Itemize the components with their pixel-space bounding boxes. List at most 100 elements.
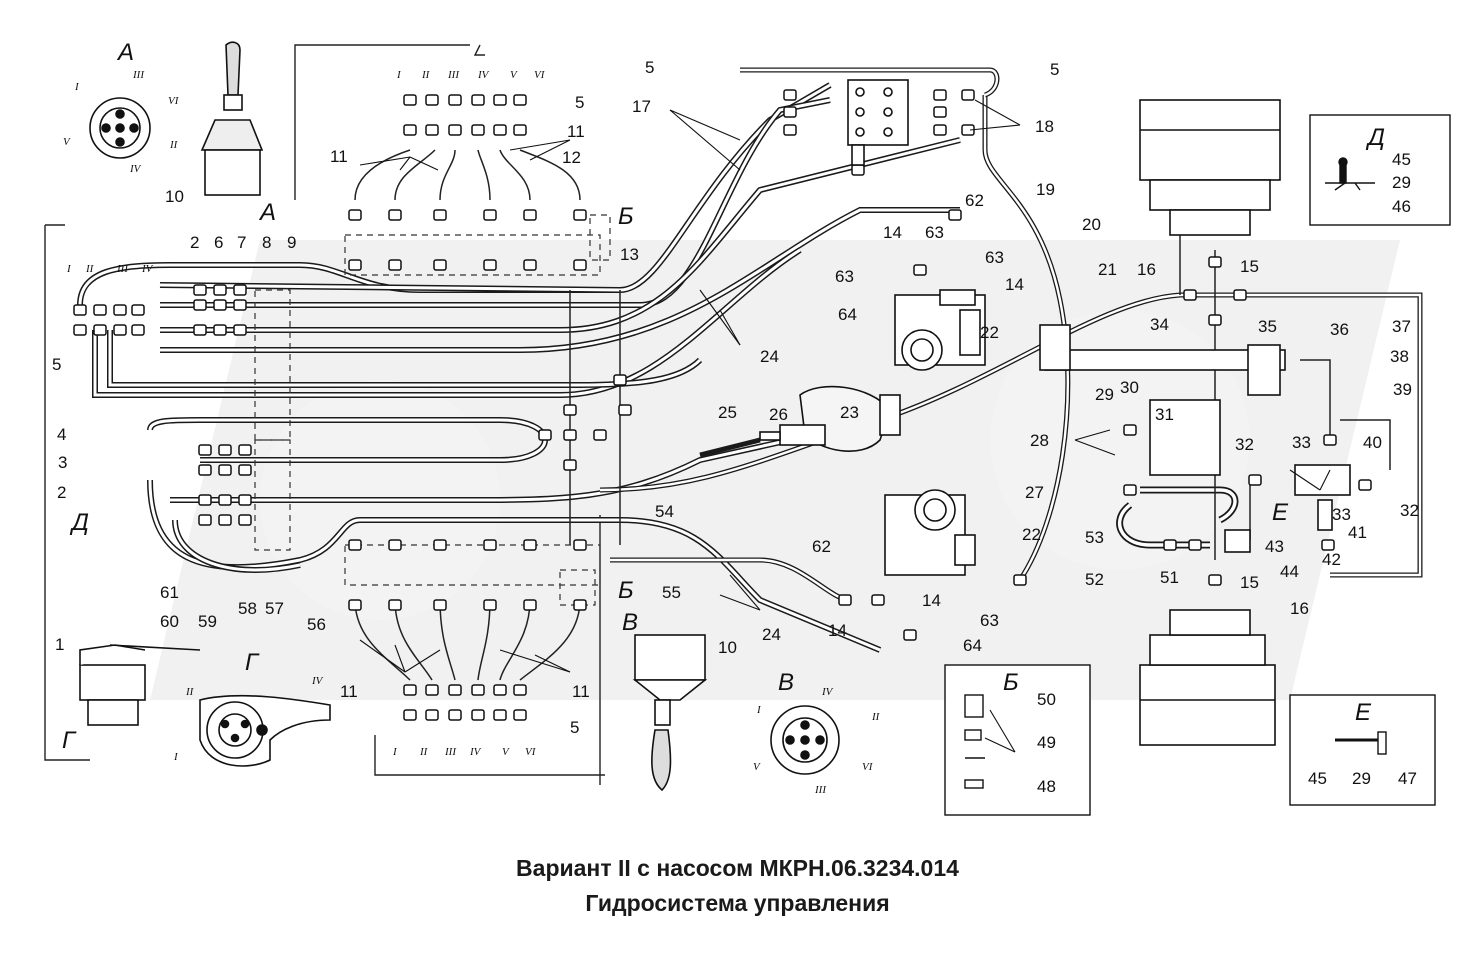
inset-e-title: Е: [1355, 699, 1372, 726]
callout-label: 18: [1035, 117, 1054, 136]
hose-fitting: [131, 304, 145, 316]
callout-label: 53: [1085, 528, 1104, 547]
hose-fitting: [471, 684, 485, 696]
roman-left: I II III IV: [66, 263, 154, 275]
callout-label: 11: [330, 147, 348, 166]
hose-fitting: [471, 709, 485, 721]
hose-fitting: [73, 304, 87, 316]
roman-vv-3: II: [871, 711, 881, 723]
callout-label: 23: [840, 403, 859, 422]
callout-label: 44: [1280, 562, 1299, 581]
roman-va-5: II: [169, 139, 179, 151]
roman-top-1: I: [396, 69, 402, 81]
hose-fitting: [1163, 539, 1177, 551]
callout-label: 5: [52, 355, 61, 374]
inset-boxes: [944, 114, 1451, 816]
callout-label: 33: [1332, 505, 1351, 524]
hose-fitting: [513, 684, 527, 696]
hose-fitting: [433, 599, 447, 611]
view-a-arrow-label: А: [258, 199, 276, 226]
roman-bottom-1: I: [392, 746, 398, 758]
view-letters: А А Б Б В В Г Г Д Е Д Б Е: [62, 39, 1385, 754]
callout-label: 36: [1330, 320, 1349, 339]
callout-label: 41: [1348, 523, 1367, 542]
hose-fitting: [198, 464, 212, 476]
callout-label: 15: [1240, 257, 1259, 276]
hose-fitting: [403, 94, 417, 106]
hose-fitting: [1208, 314, 1222, 326]
hose-fitting: [425, 94, 439, 106]
callout-label: 28: [1030, 431, 1049, 450]
hose-fitting: [471, 124, 485, 136]
callout-label: 11: [340, 682, 358, 701]
roman-bottom: I II III IV V VI: [392, 746, 537, 758]
callout-label: 5: [570, 718, 579, 737]
roman-vv-1: IV: [821, 686, 834, 698]
view-v-connector: [770, 705, 840, 775]
inset-d-label-45: 45: [1392, 150, 1411, 169]
hose-fitting: [213, 324, 227, 336]
hose-fitting: [388, 209, 402, 221]
hose-fitting: [233, 284, 247, 296]
hose-fitting: [573, 259, 587, 271]
callout-label: 9: [287, 233, 296, 252]
hose-fitting: [448, 709, 462, 721]
hose-fitting: [1233, 289, 1247, 301]
hose-fitting: [448, 684, 462, 696]
hose-fitting: [193, 284, 207, 296]
roman-left-3: III: [116, 263, 129, 275]
leader-lines: [359, 99, 1331, 753]
hose-fitting: [1321, 539, 1335, 551]
inset-d-title: Д: [1365, 124, 1385, 151]
hose-fitting: [573, 539, 587, 551]
hose-fitting: [1323, 434, 1337, 446]
hose-fitting: [563, 429, 577, 441]
hose-fitting: [933, 89, 947, 101]
callout-label: 58: [238, 599, 257, 618]
wheel-top: [1139, 99, 1281, 236]
callout-label: 12: [562, 148, 581, 167]
callout-label: 33: [1292, 433, 1311, 452]
hose-fitting: [213, 284, 227, 296]
hose-fitting: [1013, 574, 1027, 586]
hose-fitting: [493, 709, 507, 721]
view-g-arrow-label: Г: [62, 727, 77, 754]
hose-fitting: [403, 124, 417, 136]
callout-label: 1: [55, 635, 64, 654]
hose-fitting: [218, 494, 232, 506]
callout-label: 15: [1240, 573, 1259, 592]
callout-label: 34: [1150, 315, 1169, 334]
hose-fitting: [933, 124, 947, 136]
callout-label: 59: [198, 612, 217, 631]
hose-fitting: [471, 94, 485, 106]
view-e-label: Е: [1272, 499, 1289, 526]
callout-label: 32: [1400, 501, 1419, 520]
hose-fitting: [193, 299, 207, 311]
callout-label: 17: [632, 97, 651, 116]
callout-label: 52: [1085, 570, 1104, 589]
roman-top-5: V: [510, 69, 518, 81]
roman-top-3: III: [447, 69, 460, 81]
hose-fitting: [523, 259, 537, 271]
hose-fitting: [448, 94, 462, 106]
hose-fitting: [233, 299, 247, 311]
view-b-label-bottom: Б: [618, 577, 634, 604]
tank: [1039, 324, 1286, 476]
hose-fitting: [433, 259, 447, 271]
inset-b-label-48: 48: [1037, 777, 1056, 796]
hose-fitting: [213, 299, 227, 311]
caption-line-1: Вариант II с насосом МКРН.06.3234.014: [516, 855, 959, 881]
hose-fitting: [238, 514, 252, 526]
dashed-frames: [254, 214, 611, 606]
callout-label: 21: [1098, 260, 1117, 279]
callout-label: 63: [985, 248, 1004, 267]
callout-label: 61: [160, 583, 179, 602]
distributor-block: [847, 79, 909, 166]
roman-va-3: VI: [168, 95, 180, 107]
hose-fitting: [348, 599, 362, 611]
roman-va-2: III: [132, 69, 145, 81]
hose-fitting: [903, 629, 917, 641]
callout-label: 63: [925, 223, 944, 242]
view-g-connector: [199, 694, 331, 767]
